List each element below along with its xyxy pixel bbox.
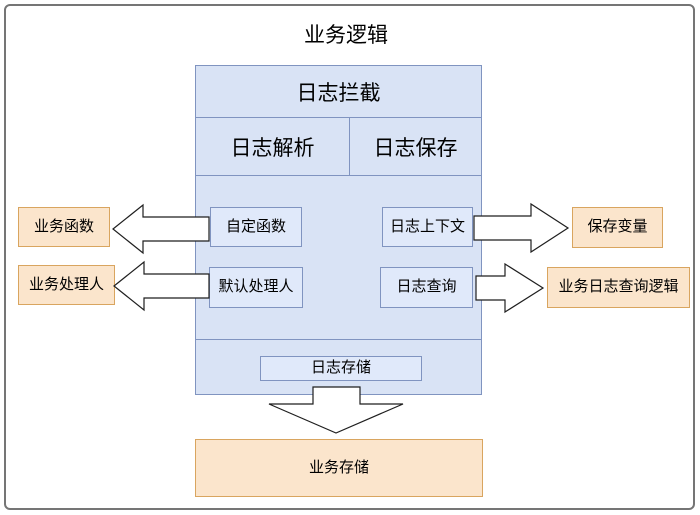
node-log-storage: 日志存储 [260,356,422,381]
node-save-variable: 保存变量 [572,207,663,248]
node-business-function: 业务函数 [18,207,110,247]
diagram-title: 业务逻辑 [304,24,388,47]
diagram-outer-frame [4,4,695,510]
node-custom-function: 自定函数 [210,207,302,247]
node-log-query: 日志查询 [380,267,473,308]
node-default-handler: 默认处理人 [209,267,303,308]
interceptor-columns: 日志解析 日志保存 [196,118,481,176]
node-business-handler: 业务处理人 [18,265,115,305]
node-business-storage: 业务存储 [195,439,483,497]
interceptor-body [196,176,481,340]
column-log-save: 日志保存 [373,136,458,160]
log-interceptor-header: 日志拦截 [196,66,481,118]
node-log-context: 日志上下文 [382,207,473,247]
node-business-log-query-logic: 业务日志查询逻辑 [547,267,690,308]
column-log-parse: 日志解析 [196,118,350,175]
